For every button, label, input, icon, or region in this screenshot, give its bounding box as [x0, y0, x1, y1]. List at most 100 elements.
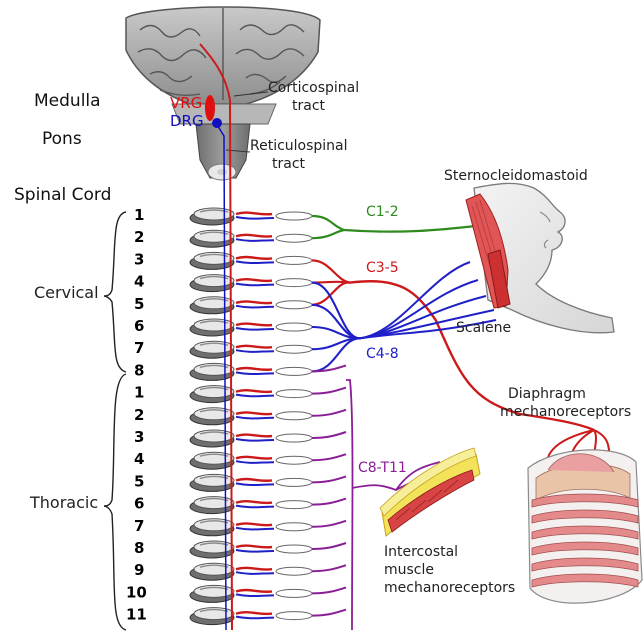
ventral-root: [236, 590, 272, 592]
intercostal-nerve-stub: [312, 543, 346, 549]
c4-8-label: C4-8: [366, 346, 399, 362]
level-number-cervical-4: 4: [134, 273, 144, 291]
spinal-segment-thoracic-4: [190, 452, 234, 469]
dorsal-root: [236, 439, 274, 441]
level-number-cervical-1: 1: [134, 206, 144, 224]
diaphragm-label-line1: Diaphragm: [508, 386, 586, 402]
ventral-root: [236, 546, 272, 548]
spinal-cord-column: [190, 208, 234, 625]
spinal-nerve-ganglion: [276, 345, 312, 353]
spinal-segment-cervical-1: [190, 208, 234, 225]
spinal-segment-thoracic-1: [190, 386, 234, 403]
intercostal-nerve-stub: [312, 610, 346, 616]
spinal-nerve-ganglion: [276, 523, 312, 531]
dorsal-root: [236, 506, 274, 508]
level-number-cervical-6: 6: [134, 317, 144, 335]
intercostal-nerve-stub: [312, 388, 346, 394]
spinal-nerve-ganglion: [276, 612, 312, 620]
level-number-thoracic-11: 11: [126, 606, 147, 624]
ventral-root: [236, 213, 272, 215]
c4-8-root: [312, 327, 360, 338]
corticospinal-label-line1: Corticospinal: [268, 80, 359, 96]
dorsal-root: [236, 395, 274, 397]
level-number-cervical-3: 3: [134, 250, 144, 268]
intercostal-nerve-stub: [312, 476, 346, 482]
intercostal-nerve-stub: [312, 521, 346, 527]
level-number-thoracic-1: 1: [134, 384, 144, 402]
level-number-thoracic-2: 2: [134, 406, 144, 424]
c8-t11-label: C8-T11: [358, 460, 407, 476]
intercostal-nerve-stub: [312, 410, 346, 416]
brainstem: [196, 124, 250, 180]
dorsal-root: [236, 350, 274, 352]
ventral-root: [236, 523, 272, 525]
level-number-thoracic-6: 6: [134, 495, 144, 513]
spinal-nerve-ganglion: [276, 434, 312, 442]
dorsal-root: [236, 417, 274, 419]
spinal-nerve-ganglion: [276, 390, 312, 398]
intercostal-nerve-stub: [312, 565, 346, 571]
spinal-segment-thoracic-10: [190, 585, 234, 602]
dorsal-root: [236, 528, 274, 530]
dorsal-root: [236, 284, 274, 286]
level-number-cervical-8: 8: [134, 361, 144, 379]
spinal-nerve-ganglion: [276, 256, 312, 264]
level-number-thoracic-8: 8: [134, 539, 144, 557]
ventral-root: [236, 301, 272, 303]
dorsal-root: [236, 306, 274, 308]
pons-label: Pons: [42, 129, 82, 149]
spinal-segment-cervical-6: [190, 319, 234, 336]
level-number-thoracic-10: 10: [126, 583, 147, 601]
spinal-nerve-ganglion: [276, 589, 312, 597]
diaphragm-illustration: [528, 450, 642, 603]
level-number-thoracic-3: 3: [134, 428, 144, 446]
dorsal-root: [236, 617, 274, 619]
spinal-nerve-ganglion: [276, 545, 312, 553]
cervical-label: Cervical: [34, 283, 99, 302]
level-number-thoracic-5: 5: [134, 472, 144, 490]
spinal-segment-thoracic-9: [190, 563, 234, 580]
intercostal-nerve-stub: [312, 499, 346, 505]
level-number-thoracic-7: 7: [134, 517, 144, 535]
level-number-thoracic-9: 9: [134, 561, 144, 579]
spinal-segment-cervical-7: [190, 341, 234, 358]
spinal-nerve-ganglion: [276, 501, 312, 509]
dorsal-root: [236, 328, 274, 330]
brain: [126, 7, 320, 124]
intercostal-nerve-stub: [312, 587, 346, 593]
thoracic-label: Thoracic: [29, 493, 98, 512]
c1-2-label: C1-2: [366, 204, 399, 220]
reticulospinal-label-line1: Reticulospinal: [250, 138, 348, 154]
ventral-root: [236, 390, 272, 392]
dorsal-root: [236, 594, 274, 596]
spinal-nerve-ganglion: [276, 456, 312, 464]
dorsal-root: [236, 572, 274, 574]
spinal-nerve-ganglion: [276, 567, 312, 575]
spinal-segment-thoracic-8: [190, 541, 234, 558]
spinal-segment-cervical-4: [190, 275, 234, 292]
dorsal-root: [236, 372, 274, 374]
phrenic-root-3: [312, 260, 350, 282]
spinal-segment-thoracic-3: [190, 430, 234, 447]
spinal-segment-thoracic-6: [190, 497, 234, 514]
spinal-segment-cervical-8: [190, 363, 234, 380]
intercostal-nerve-stub: [312, 454, 346, 460]
ventral-root: [236, 501, 272, 503]
medulla-label: Medulla: [34, 91, 101, 111]
c8-t11-trunk: [346, 380, 353, 630]
level-number-cervical-7: 7: [134, 339, 144, 357]
c3-5-label: C3-5: [366, 260, 399, 276]
ventral-root: [236, 279, 272, 281]
intercostal-nerve-stub: [312, 365, 346, 371]
spinal-nerve-ganglion: [276, 367, 312, 375]
spinal-segment-cervical-5: [190, 297, 234, 314]
ventral-root: [236, 612, 272, 614]
dorsal-root: [236, 239, 274, 241]
spinal-segment-cervical-3: [190, 252, 234, 269]
corticospinal-label-line2: tract: [292, 98, 326, 114]
level-number-cervical-2: 2: [134, 228, 144, 246]
spinal-segment-cervical-2: [190, 230, 234, 247]
ventral-root: [236, 568, 272, 570]
